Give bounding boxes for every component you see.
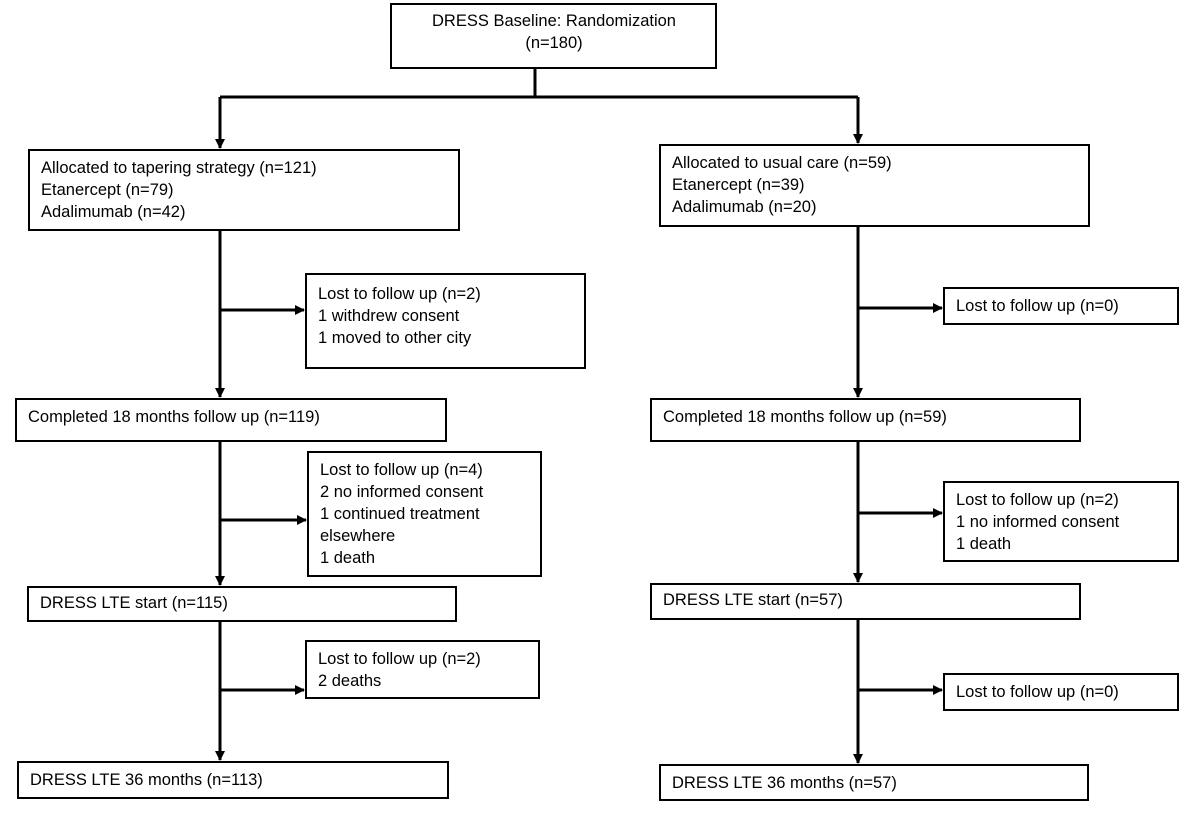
usual-care-lost-followup-3-box: Lost to follow up (n=0) — [943, 673, 1179, 711]
baseline-title: DRESS Baseline: Randomization — [432, 12, 676, 30]
usual-care-completed-label: Completed 18 months follow up (n=59) — [663, 408, 947, 426]
usual-care-lost-2-title: Lost to follow up (n=2) — [956, 491, 1119, 509]
usual-care-etanercept: Etanercept (n=39) — [672, 176, 805, 194]
tapering-lost-followup-2-box: Lost to follow up (n=4) 2 no informed co… — [307, 451, 542, 577]
usual-care-completed-18m-box: Completed 18 months follow up (n=59) — [650, 398, 1081, 442]
usual-care-lost-3-title: Lost to follow up (n=0) — [956, 683, 1119, 701]
tapering-lte-36m-box: DRESS LTE 36 months (n=113) — [17, 761, 449, 799]
tapering-lost-1-reason-a: 1 withdrew consent — [318, 307, 460, 325]
usual-care-lte-36m-box: DRESS LTE 36 months (n=57) — [659, 764, 1089, 801]
tapering-etanercept: Etanercept (n=79) — [41, 181, 174, 199]
tapering-lte-36m-label: DRESS LTE 36 months (n=113) — [30, 771, 263, 789]
tapering-lost-3-reason: 2 deaths — [318, 672, 382, 690]
tapering-lost-2-reason-b-cont: elsewhere — [320, 527, 396, 545]
usual-care-lte-start-box: DRESS LTE start (n=57) — [650, 583, 1081, 620]
usual-care-adalimumab: Adalimumab (n=20) — [672, 198, 817, 216]
tapering-lost-2-title: Lost to follow up (n=4) — [320, 461, 483, 479]
usual-care-lte-36m-label: DRESS LTE 36 months (n=57) — [672, 774, 897, 792]
tapering-lte-start-label: DRESS LTE start (n=115) — [40, 594, 228, 612]
baseline-count: (n=180) — [525, 34, 583, 52]
tapering-lost-1-reason-b: 1 moved to other city — [318, 329, 472, 347]
tapering-lost-1-title: Lost to follow up (n=2) — [318, 285, 481, 303]
tapering-adalimumab: Adalimumab (n=42) — [41, 203, 186, 221]
usual-care-lost-followup-2-box: Lost to follow up (n=2) 1 no informed co… — [943, 481, 1179, 562]
tapering-lost-followup-3-box: Lost to follow up (n=2) 2 deaths — [305, 640, 540, 699]
tapering-allocation-title: Allocated to tapering strategy (n=121) — [41, 159, 317, 177]
tapering-lost-3-title: Lost to follow up (n=2) — [318, 650, 481, 668]
tapering-completed-18m-box: Completed 18 months follow up (n=119) — [15, 398, 447, 442]
tapering-lost-2-reason-b: 1 continued treatment — [320, 505, 480, 523]
tapering-lost-2-reason-a: 2 no informed consent — [320, 483, 484, 501]
usual-care-lost-2-reason-a: 1 no informed consent — [956, 513, 1120, 531]
usual-care-lost-1-title: Lost to follow up (n=0) — [956, 297, 1119, 315]
usual-care-lost-followup-1-box: Lost to follow up (n=0) — [943, 287, 1179, 325]
tapering-completed-label: Completed 18 months follow up (n=119) — [28, 408, 320, 426]
usual-care-lte-start-label: DRESS LTE start (n=57) — [663, 591, 843, 609]
tapering-allocation-box: Allocated to tapering strategy (n=121) E… — [28, 149, 460, 231]
usual-care-allocation-box: Allocated to usual care (n=59) Etanercep… — [659, 144, 1090, 227]
tapering-lost-followup-1-box: Lost to follow up (n=2) 1 withdrew conse… — [305, 273, 586, 369]
usual-care-allocation-title: Allocated to usual care (n=59) — [672, 154, 892, 172]
baseline-randomization-box: DRESS Baseline: Randomization (n=180) — [390, 3, 717, 69]
tapering-lost-2-reason-c: 1 death — [320, 549, 376, 567]
tapering-lte-start-box: DRESS LTE start (n=115) — [27, 586, 457, 622]
usual-care-lost-2-reason-b: 1 death — [956, 535, 1012, 553]
